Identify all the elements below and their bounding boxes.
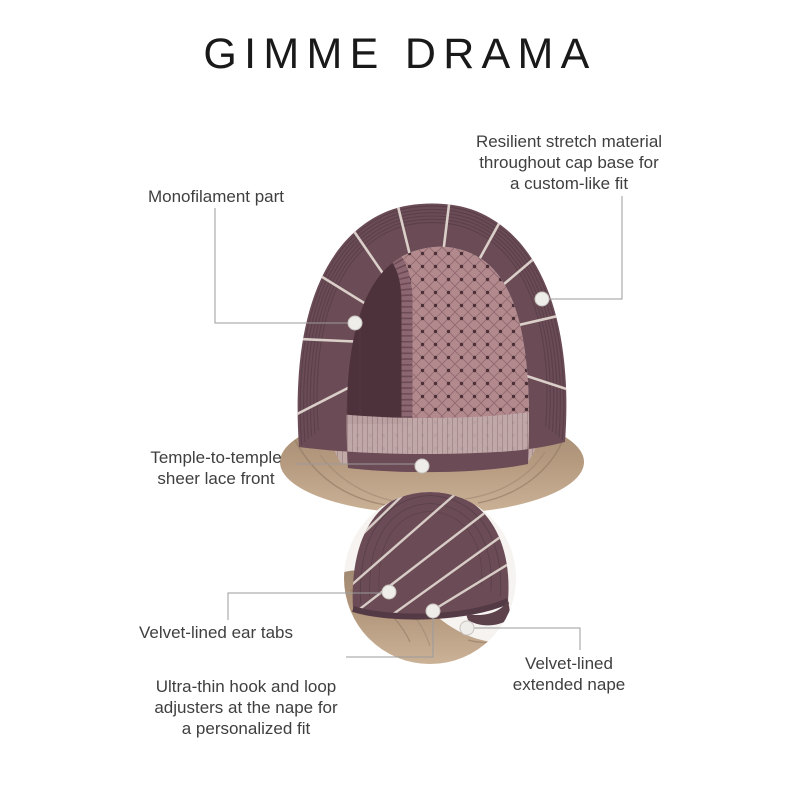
callout-dot-extended-nape xyxy=(459,620,475,636)
inset-extended-nape-flap xyxy=(466,600,511,626)
callout-line-monofilament-part xyxy=(214,208,348,324)
ribbed-cap-band xyxy=(297,203,567,473)
label-nape-adjusters: Ultra-thin hook and loop adjusters at th… xyxy=(154,677,338,738)
label-lace-front: Temple-to-temple sheer lace front xyxy=(150,448,282,488)
callout-dot-lace-front xyxy=(414,458,430,474)
callout-dots xyxy=(347,291,550,636)
callout-line-resilient-stretch xyxy=(549,196,623,300)
callout-line-nape-adjusters xyxy=(346,618,434,658)
label-ear-tabs: Velvet-lined ear tabs xyxy=(138,623,294,642)
callout-line-ear-tabs xyxy=(227,592,382,620)
nape-inset-view xyxy=(344,492,516,664)
label-extended-nape: Velvet-lined extended nape xyxy=(512,654,626,694)
label-monofilament-part: Monofilament part xyxy=(147,187,285,206)
page-title: GIMME DRAMA xyxy=(203,30,597,78)
inset-rib-texture xyxy=(352,492,509,617)
callout-lines xyxy=(214,196,623,658)
callout-dot-resilient-stretch xyxy=(534,291,550,307)
callout-dot-nape-adjusters xyxy=(425,603,441,619)
main-cap-view xyxy=(280,203,584,514)
callout-line-extended-nape xyxy=(474,627,581,650)
label-resilient-stretch: Resilient stretch material throughout ca… xyxy=(475,132,663,193)
callout-dot-ear-tabs xyxy=(381,584,397,600)
callout-dot-monofilament-part xyxy=(347,315,363,331)
